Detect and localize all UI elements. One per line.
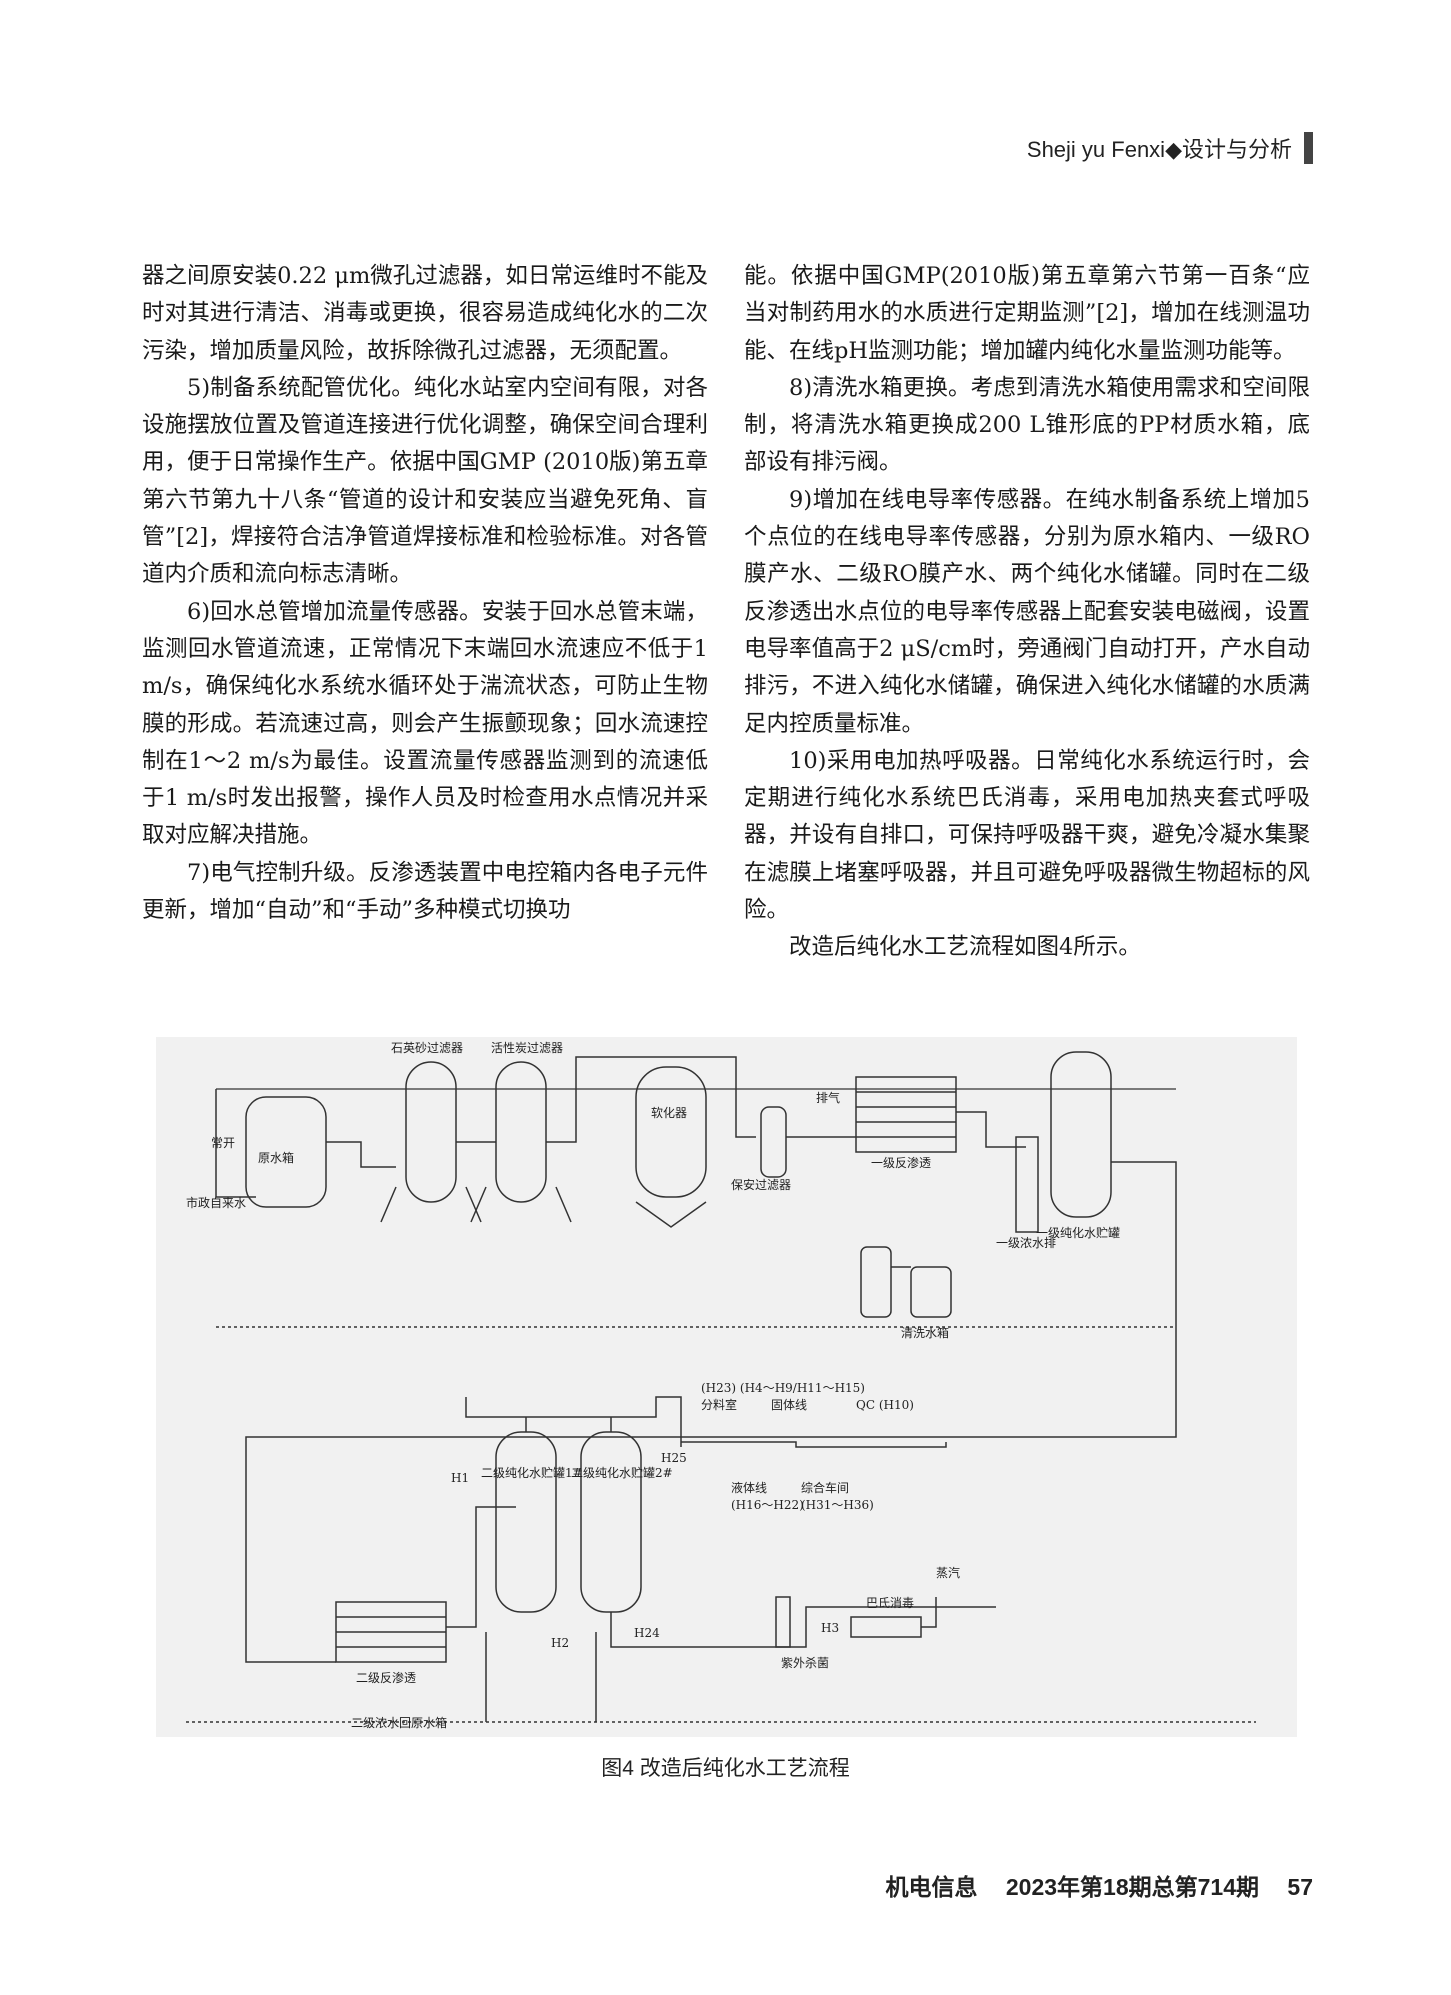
label-workshop-codes: (H31～H36) [801, 1498, 874, 1512]
label-stage1-tank: 一级纯化水贮罐 [1036, 1225, 1120, 1240]
ro1-unit-shape [855, 1076, 957, 1153]
figure-caption: 图4 改造后纯化水工艺流程 [601, 1757, 850, 1780]
left-column: 器之间原安装0.22 μm微孔过滤器，如日常运维时不能及时对其进行清洁、消毒或更… [142, 258, 708, 929]
uv-sterilizer-shape [775, 1596, 791, 1648]
paragraph: 7)电气控制升级。反渗透装置中电控箱内各电子元件更新，增加“自动”和“手动”多种… [142, 859, 708, 924]
label-storage-tank-2: 二级纯化水贮罐2# [571, 1465, 673, 1480]
label-steam: 蒸汽 [936, 1565, 960, 1580]
paragraph: 能。依据中国GMP(2010版)第五章第六节第一百条“应当对制药用水的水质进行定… [744, 263, 1310, 364]
paragraph: 10)采用电加热呼吸器。日常纯化水系统运行时，会定期进行纯化水系统巴氏消毒，采用… [744, 747, 1310, 924]
label-h2: H2 [551, 1636, 569, 1650]
footer-issue: 2023年第18期总第714期 [1005, 1874, 1260, 1900]
label-raw-tank: 原水箱 [258, 1150, 294, 1165]
paragraph: 改造后纯化水工艺流程如图4所示。 [789, 934, 1141, 961]
quartz-filter-shape [405, 1061, 457, 1203]
label-h3: H3 [821, 1621, 839, 1635]
label-municipal-water: 市政自来水 [186, 1195, 246, 1210]
label-workshop: 综合车间 [801, 1480, 849, 1495]
paragraph: 8)清洗水箱更换。考虑到清洗水箱使用需求和空间限制，将清洗水箱更换成200 L锥… [744, 374, 1310, 476]
storage-tank-2-shape [580, 1431, 642, 1613]
running-header-text: Sheji yu Fenxi◆设计与分析 [1026, 137, 1292, 162]
label-storage-tank-1: 二级纯化水贮罐1# [481, 1465, 583, 1480]
page-footer: 机电信息 2023年第18期总第714期 57 [864, 1868, 1314, 1902]
paragraph: 器之间原安装0.22 μm微孔过滤器，如日常运维时不能及时对其进行清洁、消毒或更… [142, 263, 708, 364]
raw-tank-shape [245, 1096, 327, 1208]
label-liquid-line: 液体线 [731, 1480, 767, 1495]
label-quartz-filter: 石英砂过滤器 [391, 1041, 463, 1055]
pasteurizer-shape [850, 1616, 922, 1638]
softener-shape [635, 1066, 707, 1198]
process-flow-figure: 常开 市政自来水 原水箱 石英砂过滤器 活性炭过滤器 软化器 排气 保安过滤器 … [156, 1037, 1297, 1737]
label-uv: 紫外杀菌 [781, 1655, 829, 1670]
label-exhaust: 排气 [816, 1090, 840, 1105]
stage1-tank-shape [1050, 1051, 1112, 1218]
label-solid-line: 固体线 [771, 1398, 807, 1412]
carbon-filter-shape [495, 1061, 547, 1203]
paragraph: 9)增加在线电导率传感器。在纯水制备系统上增加5个点位的在线电导率传感器，分别为… [744, 486, 1310, 737]
footer-journal: 机电信息 [885, 1874, 978, 1900]
label-dispensing: 分料室 [701, 1397, 737, 1412]
security-filter-shape [760, 1106, 787, 1178]
label-h1: H1 [451, 1471, 469, 1485]
label-normally-open: 常开 [211, 1136, 235, 1150]
label-liquid-codes: (H16～H22) [731, 1498, 804, 1512]
label-softener: 软化器 [651, 1106, 687, 1120]
label-carbon-filter: 活性炭过滤器 [491, 1041, 563, 1055]
label-top-codes: (H23) (H4～H9/H11～H15) [701, 1381, 865, 1395]
header-bar [1304, 132, 1313, 164]
label-h24: H24 [634, 1626, 660, 1640]
label-pasteur: 巴氏消毒 [866, 1596, 914, 1610]
running-header: Sheji yu Fenxi◆设计与分析 [1027, 132, 1313, 164]
label-qc: QC (H10) [856, 1398, 914, 1412]
label-security-filter: 保安过滤器 [731, 1177, 791, 1192]
storage-tank-1-shape [495, 1431, 557, 1613]
label-ro2-return: 二级浓水回原水箱 [351, 1715, 447, 1730]
clean-tank-shape [910, 1266, 952, 1318]
process-flow-diagram: 常开 市政自来水 原水箱 石英砂过滤器 活性炭过滤器 软化器 排气 保安过滤器 … [186, 1041, 1256, 1730]
footer-page-number: 57 [1287, 1874, 1313, 1900]
paragraph: 5)制备系统配管优化。纯化水站室内空间有限，对各设施摆放位置及管道连接进行优化调… [142, 374, 708, 588]
label-ro1: 一级反渗透 [871, 1155, 931, 1170]
right-column: 能。依据中国GMP(2010版)第五章第六节第一百条“应当对制药用水的水质进行定… [744, 258, 1310, 967]
label-clean-tank: 清洗水箱 [901, 1325, 949, 1340]
label-ro1-drain: 一级浓水排 [996, 1236, 1056, 1250]
label-ro2: 二级反渗透 [356, 1670, 416, 1685]
paragraph: 6)回水总管增加流量传感器。安装于回水总管末端，监测回水管道流速，正常情况下末端… [142, 598, 708, 849]
label-h25: H25 [661, 1451, 687, 1465]
